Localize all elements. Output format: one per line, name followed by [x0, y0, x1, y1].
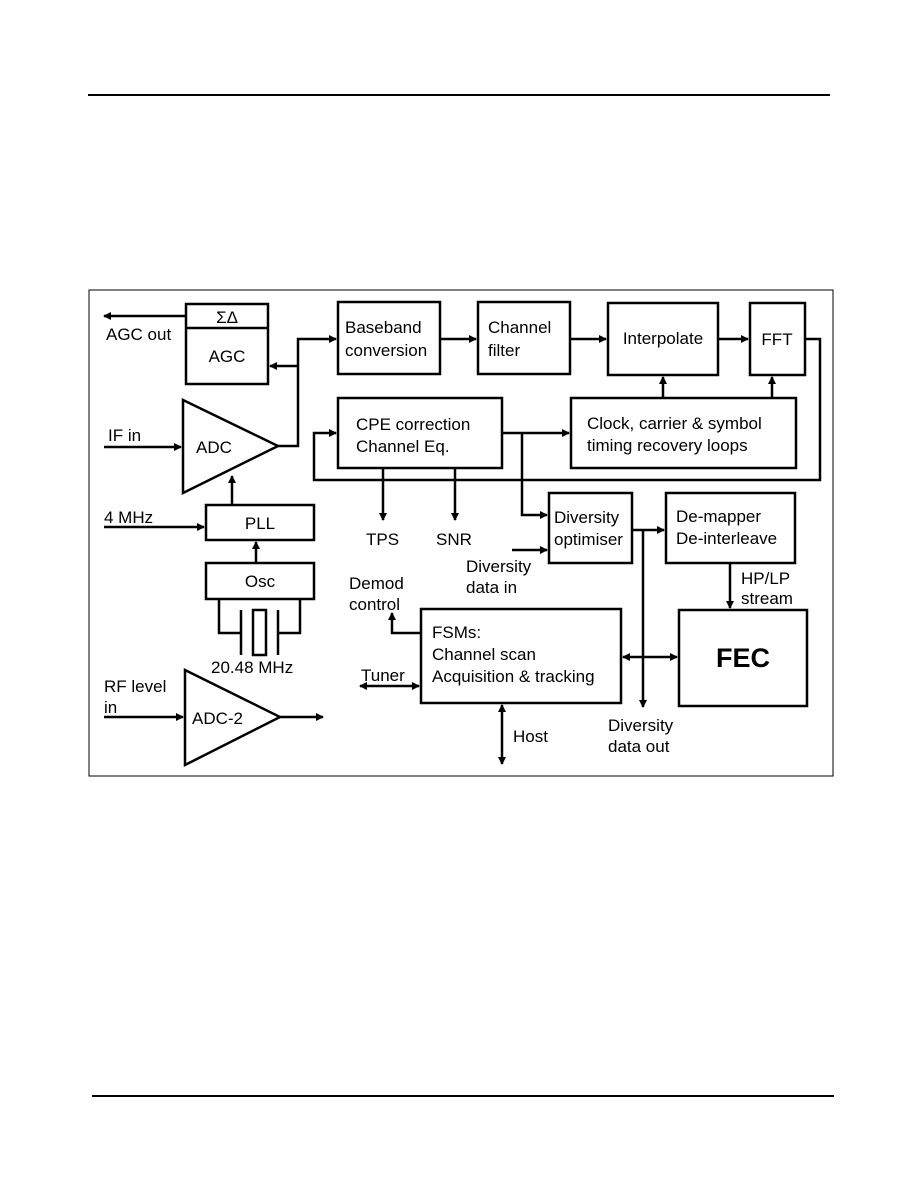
- pll-label: PLL: [245, 514, 275, 533]
- osc-label: Osc: [245, 572, 276, 591]
- diversity-data-in-label-line1: Diversity: [466, 557, 532, 576]
- interpolate-label: Interpolate: [623, 329, 703, 348]
- hp-lp-stream-label-line1: HP/LP: [741, 569, 790, 588]
- adc2-block: ADC-2: [183, 667, 283, 768]
- if-in-label: IF in: [108, 426, 141, 445]
- connections: [103, 312, 822, 765]
- fsms-label-line3: Acquisition & tracking: [432, 667, 595, 686]
- demapper-label-line2: De-interleave: [676, 529, 777, 548]
- adc-block: ADC: [181, 398, 281, 496]
- demapper-block: De-mapper De-interleave: [664, 491, 797, 565]
- rf-level-label-line1: RF level: [104, 677, 166, 696]
- diversity-optimiser-label-line1: Diversity: [554, 508, 620, 527]
- snr-label: SNR: [436, 530, 472, 549]
- hp-lp-stream-label-line2: stream: [741, 589, 793, 608]
- adc2-label: ADC-2: [192, 709, 243, 728]
- fsms-label-line1: FSMs:: [432, 623, 481, 642]
- adc-output-line: [278, 335, 337, 448]
- sigma-delta-label: ΣΔ: [216, 308, 238, 327]
- crystal-frequency-label: 20.48 MHz: [211, 658, 293, 677]
- demod-control-arrow: [388, 612, 421, 635]
- clock-label-line2: timing recovery loops: [587, 436, 748, 455]
- fsms-block: FSMs: Channel scan Acquisition & trackin…: [419, 607, 623, 705]
- agc-out-label: AGC out: [106, 325, 171, 344]
- diversity-optimiser-block: Diversity optimiser: [547, 491, 634, 565]
- channel-filter-label-line1: Channel: [488, 318, 551, 337]
- host-label: Host: [513, 727, 548, 746]
- cpe-to-diversity-arrow: [520, 433, 548, 519]
- baseband-label-line2: conversion: [345, 341, 427, 360]
- tps-label: TPS: [366, 530, 399, 549]
- fec-block: FEC: [677, 608, 809, 708]
- diversity-data-out-label-line1: Diversity: [608, 716, 674, 735]
- cpe-label-line1: CPE correction: [356, 415, 470, 434]
- adc-label: ADC: [196, 438, 232, 457]
- four-mhz-label: 4 MHz: [104, 508, 153, 527]
- footer-rule: [92, 1095, 834, 1097]
- baseband-label-line1: Baseband: [345, 318, 422, 337]
- diversity-optimiser-label-line2: optimiser: [554, 530, 623, 549]
- header-rule: [88, 94, 830, 96]
- channel-filter-block: Channel filter: [476, 300, 572, 376]
- fsms-label-line2: Channel scan: [432, 645, 536, 664]
- fft-label: FFT: [761, 330, 792, 349]
- channel-filter-label-line2: filter: [488, 341, 520, 360]
- cpe-correction-block: CPE correction Channel Eq.: [336, 396, 504, 470]
- demod-control-label-line1: Demod: [349, 574, 404, 593]
- fec-label: FEC: [716, 643, 770, 673]
- agc-block: ΣΔ AGC: [184, 302, 270, 386]
- tuner-label: Tuner: [361, 666, 405, 685]
- diversity-data-in-label-line2: data in: [466, 578, 517, 597]
- agc-label: AGC: [209, 347, 246, 366]
- demod-control-label-line2: control: [349, 595, 400, 614]
- cpe-label-line2: Channel Eq.: [356, 437, 450, 456]
- osc-block: Osc: [204, 561, 316, 601]
- fft-block: FFT: [748, 301, 807, 377]
- baseband-conversion-block: Baseband conversion: [336, 300, 442, 376]
- diagram-frame: [88, 289, 834, 777]
- crystal-symbol: [217, 599, 302, 657]
- fft-to-cpe-loop: [312, 337, 822, 482]
- interpolate-block: Interpolate: [606, 301, 720, 377]
- pll-block: PLL: [204, 503, 316, 542]
- clock-recovery-block: Clock, carrier & symbol timing recovery …: [569, 396, 798, 470]
- rf-level-label-line2: in: [104, 698, 117, 717]
- diversity-data-out-label-line2: data out: [608, 737, 670, 756]
- clock-label-line1: Clock, carrier & symbol: [587, 414, 762, 433]
- demapper-label-line1: De-mapper: [676, 507, 761, 526]
